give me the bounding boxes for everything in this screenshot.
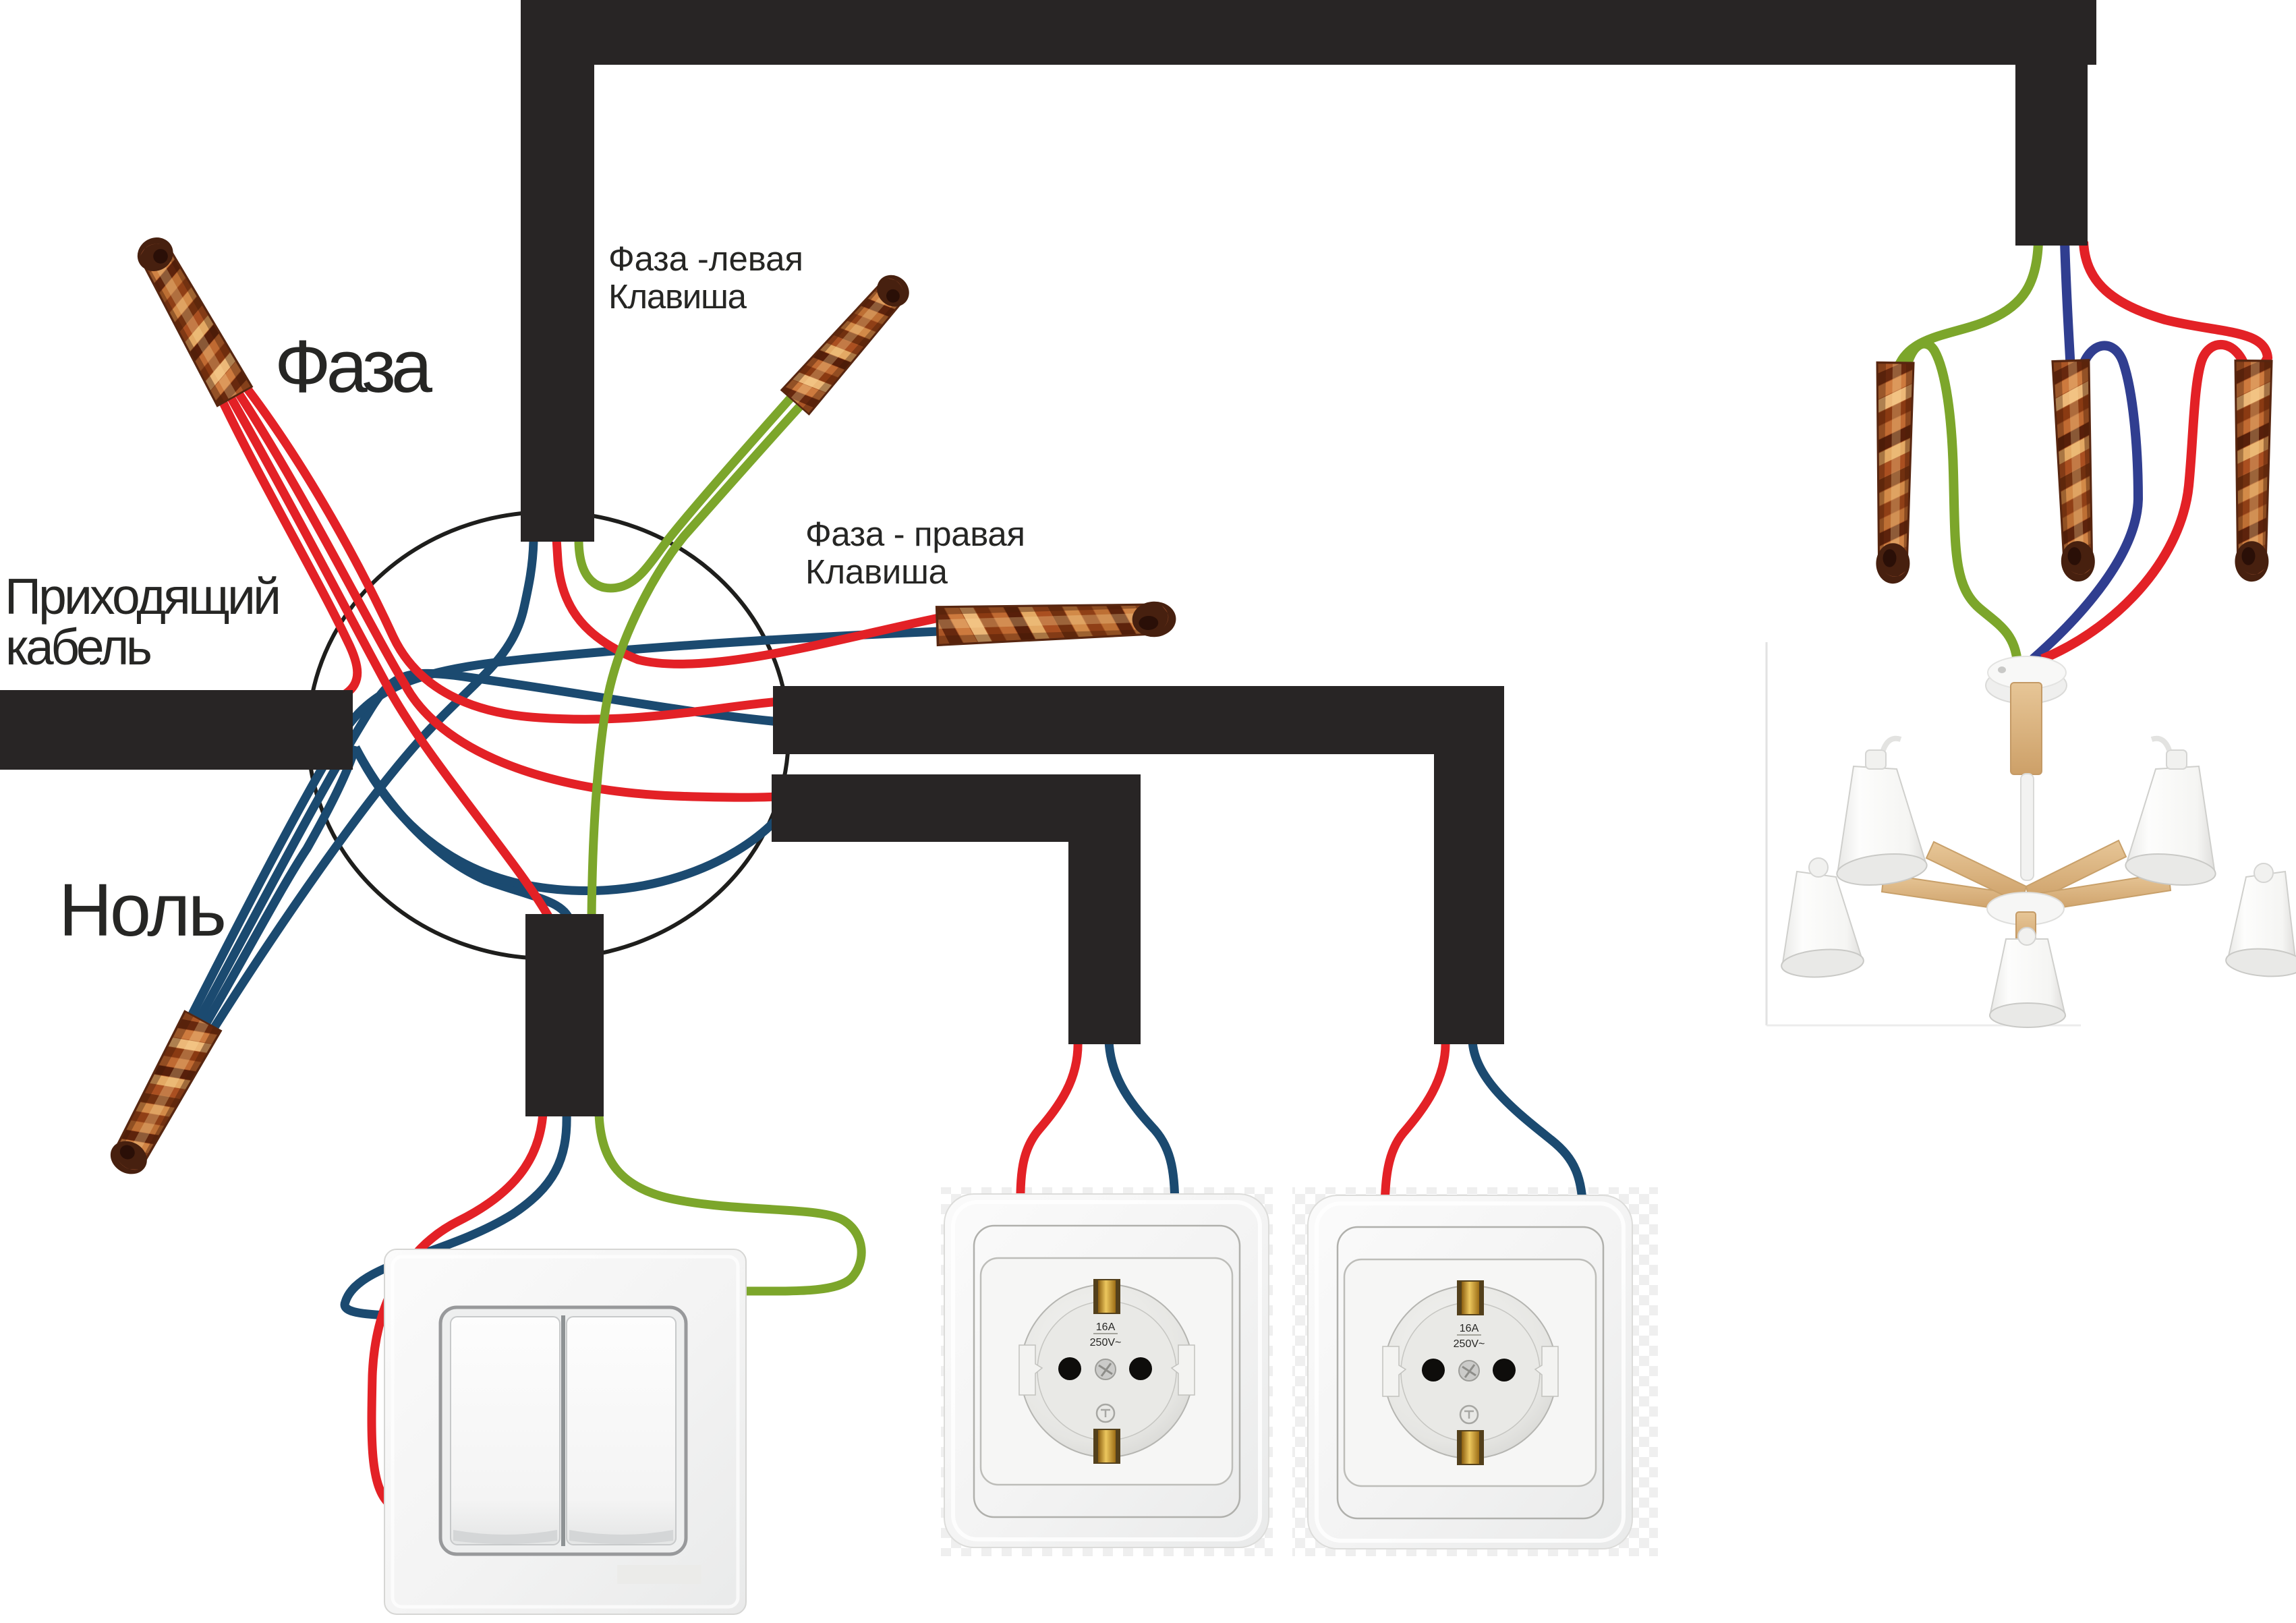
svg-text:Клавиша: Клавиша	[805, 552, 948, 591]
svg-text:Ноль: Ноль	[59, 869, 227, 952]
svg-text:кабель: кабель	[5, 619, 152, 675]
svg-text:Фаза: Фаза	[275, 325, 433, 408]
svg-text:Клавиша: Клавиша	[608, 277, 747, 316]
svg-text:Фаза -левая: Фаза -левая	[608, 239, 803, 278]
svg-text:Фаза - правая: Фаза - правая	[805, 515, 1025, 553]
svg-text:Приходящий: Приходящий	[5, 568, 281, 625]
